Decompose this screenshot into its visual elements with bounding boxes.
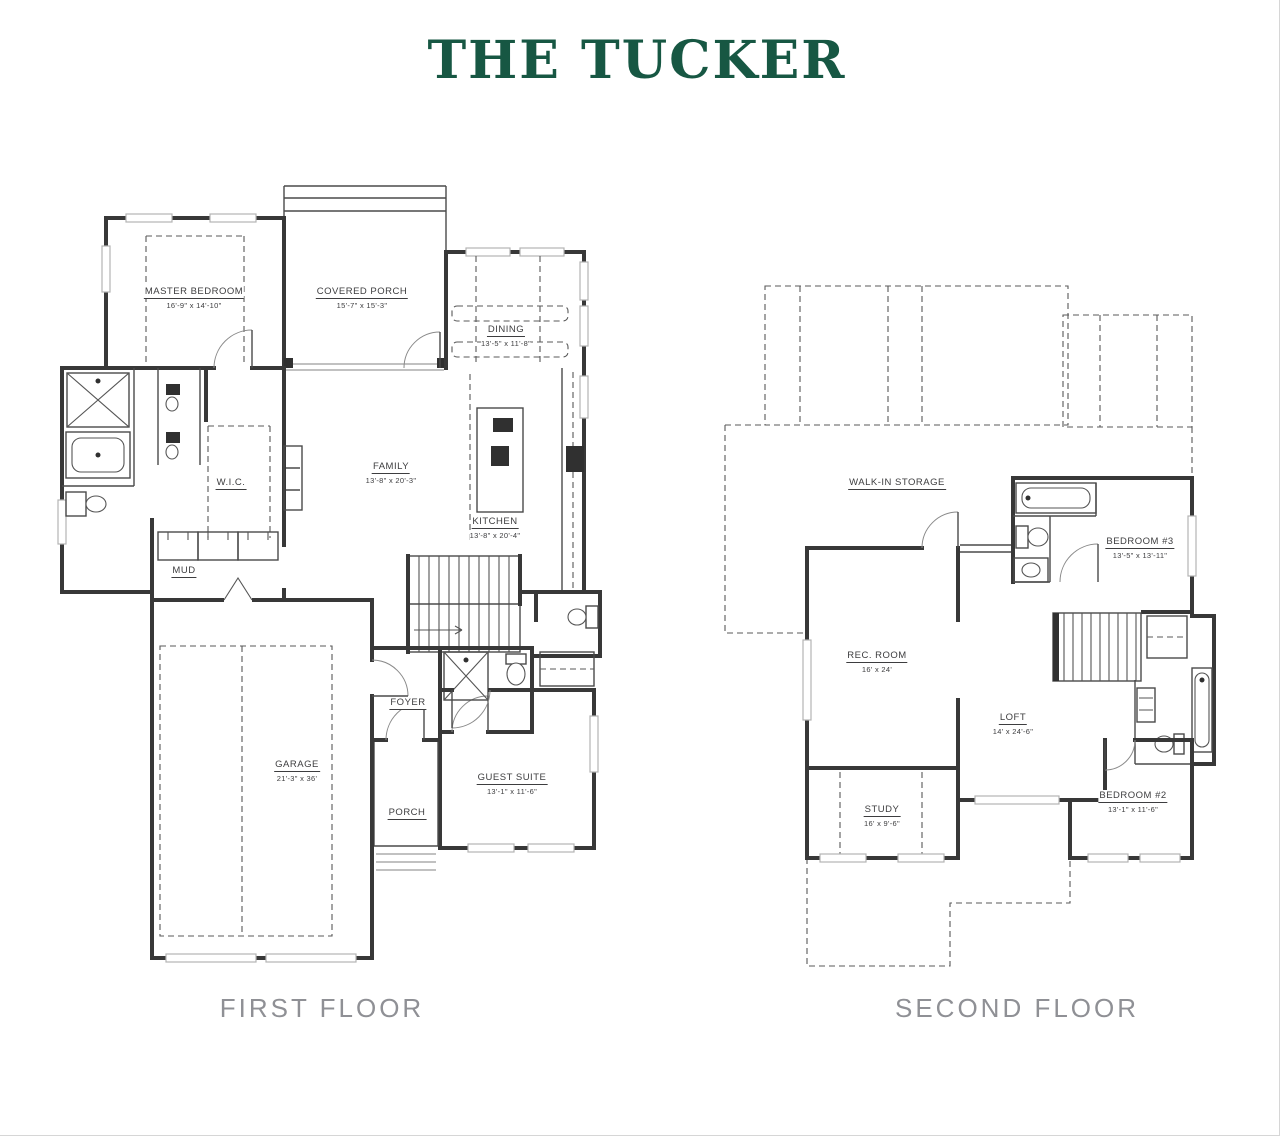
front-porch-steps	[373, 742, 439, 871]
room-label-guest-suite: GUEST SUITE 13'-1" x 11'-6"	[476, 772, 548, 796]
first-floor-plan	[57, 185, 602, 963]
tub-fixture	[65, 431, 131, 479]
powder-room	[518, 590, 602, 658]
room-label-wic: W.I.C.	[215, 477, 247, 490]
room-label-covered-porch: COVERED PORCH 15'-7" x 15'-3"	[315, 286, 409, 310]
garage-walls	[150, 598, 409, 963]
toilet-fixture	[65, 491, 87, 517]
first-floor-caption: FIRST FLOOR	[219, 993, 425, 1023]
loft-walls	[956, 795, 1194, 863]
room-label-kitchen: KITCHEN 13'-8" x 20'-4"	[469, 516, 521, 540]
page-title: THE TUCKER	[427, 30, 847, 91]
stairs-first-floor	[406, 554, 522, 654]
room-label-loft: LOFT 14' x 24'-6"	[992, 712, 1034, 736]
toilet-fixture	[1015, 525, 1029, 549]
room-label-walk-in-storage: WALK-IN STORAGE	[848, 477, 946, 490]
dining-walls	[444, 247, 589, 370]
guest-bath-fixtures	[438, 646, 534, 742]
study-walls	[805, 766, 960, 863]
family-room-builtin	[282, 366, 303, 602]
porch-roof-lines	[283, 185, 447, 252]
room-label-bedroom-2: BEDROOM #2 13'-1" x 11'-6"	[1098, 790, 1168, 814]
room-label-bedroom-3: BEDROOM #3 13'-5" x 13'-11"	[1105, 536, 1175, 560]
toilet-fixture	[585, 605, 599, 629]
room-label-family: FAMILY 13'-8" x 20'-3"	[365, 461, 417, 485]
second-floor-plan	[724, 285, 1216, 967]
guest-closet	[539, 651, 595, 687]
shower-fixture	[66, 372, 130, 428]
roof-dashed-outline	[724, 285, 1193, 967]
master-bedroom-walls	[101, 213, 286, 370]
hall-closet	[1146, 615, 1188, 659]
room-label-study: STUDY 16' x 9'-6"	[863, 804, 901, 828]
bath-bedroom3	[960, 476, 1197, 614]
guest-suite-walls	[438, 688, 599, 853]
room-label-rec-room: REC. ROOM 16' x 24'	[846, 650, 908, 674]
room-label-garage: GARAGE 21'-3" x 36'	[274, 759, 320, 783]
second-floor-caption: SECOND FLOOR	[894, 993, 1140, 1023]
garage-door	[165, 953, 257, 963]
wic-shelving	[204, 366, 271, 538]
garage-door	[265, 953, 357, 963]
room-label-porch: PORCH	[387, 807, 427, 820]
kitchen-fixtures	[469, 366, 589, 594]
mud-bench	[150, 518, 279, 602]
tub-fixture	[1191, 667, 1213, 753]
room-label-dining: DINING 13'-5" x 11'-8"	[480, 324, 532, 348]
stairs-second-floor	[1052, 612, 1142, 682]
rec-room-walls	[802, 511, 960, 860]
toilet-fixture	[1173, 733, 1185, 755]
covered-porch	[284, 331, 446, 371]
room-label-foyer: FOYER	[389, 697, 427, 710]
shower-fixture	[443, 651, 489, 701]
foyer-front-door	[370, 646, 442, 742]
bath2-fixtures	[1134, 614, 1216, 766]
room-label-mud: MUD	[171, 565, 197, 578]
room-label-master-bedroom: MASTER BEDROOM 16'-9" x 14'-10"	[143, 286, 245, 310]
master-bath-fixtures	[57, 366, 201, 594]
